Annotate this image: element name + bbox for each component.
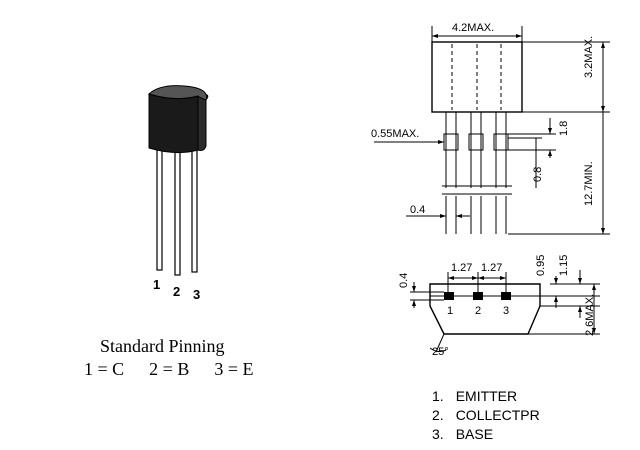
front-body-outline xyxy=(431,41,523,113)
dim-body-height: 3.2MAX. xyxy=(583,35,595,78)
dim-depth: 2.6MAX. xyxy=(584,293,596,336)
legend-item-1: 1.EMITTER xyxy=(432,388,518,404)
bottom-pin-3 xyxy=(501,292,511,300)
dim-body-width: 4.2MAX. xyxy=(452,22,495,34)
dim-1-15: 1.15 xyxy=(558,254,570,276)
legend-item-3: 3.BASE xyxy=(432,426,494,442)
pinning-3: 3 = E xyxy=(214,359,254,379)
dim-0-95: 0.95 xyxy=(535,254,547,276)
bottom-pin-label-3: 3 xyxy=(503,305,510,317)
pin-legend: 1.EMITTER 2.COLLECTPR 3.BASE xyxy=(432,387,540,444)
bottom-pin-1 xyxy=(444,292,454,300)
dim-lead-length: 12.7MIN. xyxy=(583,161,595,206)
package-body-side xyxy=(197,94,209,151)
dim-angle: 25° xyxy=(432,346,449,358)
pin-number-1: 1 xyxy=(153,277,161,292)
dim-pitch-left: 1.27 xyxy=(451,262,473,274)
dim-0-8: 0.8 xyxy=(532,166,544,182)
pinning-2: 2 = B xyxy=(149,359,190,379)
bottom-pin-label-2: 2 xyxy=(475,305,482,317)
pinning-row: 1 = C 2 = B 3 = E xyxy=(84,359,254,380)
bottom-pin-label-1: 1 xyxy=(447,305,454,317)
lead-3 xyxy=(191,149,198,273)
front-view-drawing xyxy=(374,26,610,235)
bottom-view-drawing xyxy=(410,270,600,353)
dim-pitch-right: 1.27 xyxy=(481,262,503,274)
dim-bottom-0-4: 0.4 xyxy=(398,272,410,288)
bottom-pin-2 xyxy=(473,292,483,300)
lead-1 xyxy=(156,149,163,271)
standard-pinning-heading: Standard Pinning xyxy=(100,336,225,356)
legend-item-2: 2.COLLECTPR xyxy=(432,407,540,423)
dim-1-8: 1.8 xyxy=(558,120,570,136)
dim-lead-thickness: 0.4 xyxy=(410,204,426,216)
to92-package-illustration xyxy=(148,85,209,276)
pinning-1: 1 = C xyxy=(84,359,125,379)
pin-number-3: 3 xyxy=(193,287,201,302)
package-body xyxy=(148,93,199,154)
package-top xyxy=(148,85,208,101)
lead-2 xyxy=(174,149,181,276)
dim-lead-width: 0.55MAX. xyxy=(371,128,420,140)
pin-number-2: 2 xyxy=(173,284,181,299)
